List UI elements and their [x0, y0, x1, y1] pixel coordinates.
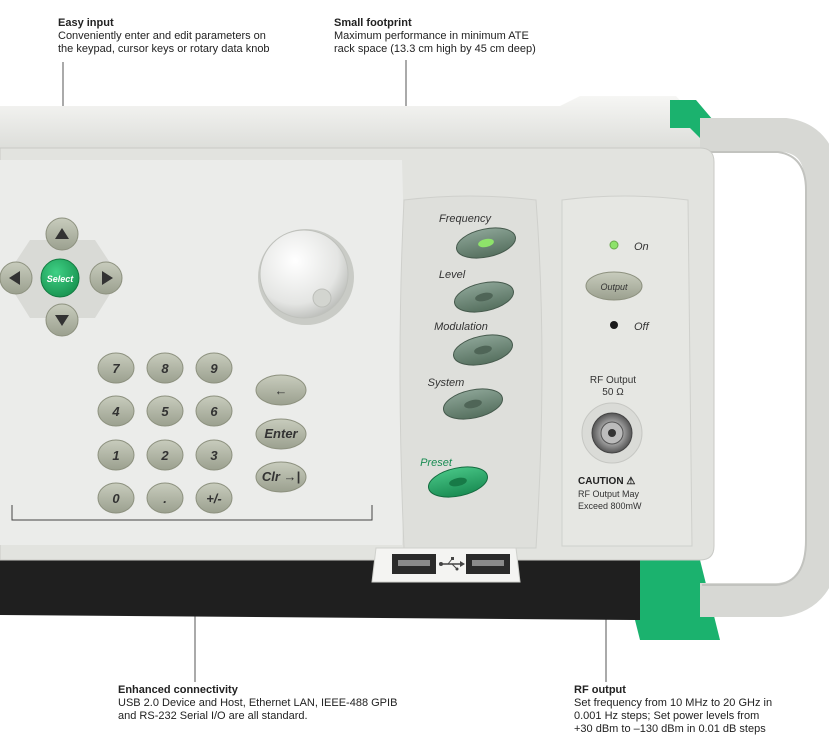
- callout-title: Easy input: [58, 17, 114, 29]
- rf-output-connector[interactable]: [581, 402, 643, 464]
- cursor-right-button[interactable]: [89, 261, 123, 295]
- preset-label: Preset: [420, 457, 453, 469]
- usb-port-device[interactable]: [466, 554, 510, 574]
- cursor-left-button[interactable]: [0, 261, 33, 295]
- callout-desc: rack space (13.3 cm high by 45 cm deep): [334, 43, 536, 55]
- callout-desc: and RS-232 Serial I/O are all standard.: [118, 710, 308, 722]
- preset-button[interactable]: [426, 462, 491, 502]
- key-label: 9: [210, 361, 218, 376]
- key-label: 6: [210, 404, 218, 419]
- key-label: Clr →|: [262, 469, 300, 484]
- system-label: System: [428, 377, 465, 389]
- key-0[interactable]: 0: [97, 482, 135, 514]
- key-plus-minus[interactable]: +/-: [195, 482, 233, 514]
- caution-label: CAUTION ⚠: [578, 476, 635, 487]
- off-led: [610, 321, 618, 329]
- callout-enhanced-connectivity: Enhanced connectivity USB 2.0 Device and…: [118, 684, 397, 723]
- key-1[interactable]: 1: [97, 439, 135, 471]
- select-button[interactable]: Select: [40, 258, 80, 298]
- rack-handle-edge: [702, 151, 807, 586]
- on-label: On: [634, 241, 649, 253]
- key-3[interactable]: 3: [195, 439, 233, 471]
- usb-port-host[interactable]: [392, 554, 436, 574]
- right-arrow-icon: [102, 271, 113, 285]
- frequency-led: [478, 238, 494, 248]
- frequency-button[interactable]: [454, 223, 519, 263]
- callout-desc: 0.001 Hz steps; Set power levels from: [574, 710, 760, 722]
- output-label: Output: [600, 282, 628, 292]
- key-5[interactable]: 5: [146, 395, 184, 427]
- key-6[interactable]: 6: [195, 395, 233, 427]
- key-label: 5: [161, 404, 169, 419]
- cursor-down-button[interactable]: [45, 303, 79, 337]
- modulation-label: Modulation: [434, 321, 488, 333]
- down-arrow-icon: [55, 315, 69, 326]
- key-label: 3: [210, 448, 218, 463]
- callout-desc: USB 2.0 Device and Host, Ethernet LAN, I…: [118, 697, 398, 709]
- caution-text: RF Output May: [578, 489, 640, 499]
- callout-desc: Conveniently enter and edit parameters o…: [58, 30, 266, 42]
- top-cover: [0, 96, 760, 150]
- select-label: Select: [47, 274, 75, 284]
- key-8[interactable]: 8: [146, 352, 184, 384]
- rf-output-label: RF Output: [590, 375, 636, 386]
- output-button[interactable]: Output: [585, 271, 643, 301]
- callout-title: Enhanced connectivity: [118, 684, 238, 696]
- key-4[interactable]: 4: [97, 395, 135, 427]
- callout-bracket: [11, 505, 373, 521]
- rack-bracket: [620, 560, 720, 640]
- chassis-bottom: [0, 560, 640, 620]
- callout-easy-input: Easy input Conveniently enter and edit p…: [58, 17, 270, 56]
- key-label: 2: [160, 448, 169, 463]
- usb-icon: [439, 557, 465, 571]
- enter-key[interactable]: Enter: [255, 418, 307, 450]
- menu-keys: Frequency Level Modulation System Preset: [420, 213, 519, 502]
- callout-rf-output: RF output Set frequency from 10 MHz to 2…: [574, 684, 772, 736]
- cursor-up-button[interactable]: [45, 217, 79, 251]
- key-label: Enter: [264, 426, 298, 441]
- key-label: 1: [112, 448, 119, 463]
- frequency-label: Frequency: [439, 213, 492, 225]
- rotary-knob[interactable]: [258, 229, 354, 325]
- connector-pin-icon: [608, 429, 616, 437]
- key-label: 7: [112, 361, 120, 376]
- key-decimal[interactable]: .: [146, 482, 184, 514]
- backspace-key[interactable]: ←: [255, 374, 307, 406]
- rack-handle: [700, 118, 829, 617]
- level-label: Level: [439, 269, 466, 281]
- callout-desc: Set frequency from 10 MHz to 20 GHz in: [574, 697, 773, 709]
- callout-desc: Maximum performance in minimum ATE: [334, 30, 529, 42]
- key-label: +/-: [206, 491, 222, 506]
- key-7[interactable]: 7: [97, 352, 135, 384]
- output-section: On Output Off RF Output 50 Ω CAUTION ⚠ R…: [578, 240, 650, 511]
- up-arrow-icon: [55, 228, 69, 239]
- backspace-arrow-icon: ←: [275, 383, 288, 398]
- callout-desc: the keypad, cursor keys or rotary data k…: [58, 43, 270, 55]
- key-label: .: [163, 491, 167, 506]
- callout-title: Small footprint: [334, 17, 412, 29]
- off-label: Off: [634, 321, 650, 333]
- key-label: 4: [111, 404, 120, 419]
- callout-desc: +30 dBm to –130 dBm in 0.01 dB steps: [574, 723, 766, 735]
- knob-finger-dimple: [312, 288, 332, 308]
- cursor-pad: Select: [0, 217, 123, 337]
- modulation-button[interactable]: [451, 330, 516, 370]
- level-button[interactable]: [452, 277, 517, 317]
- key-9[interactable]: 9: [195, 352, 233, 384]
- key-2[interactable]: 2: [146, 439, 184, 471]
- callout-small-footprint: Small footprint Maximum performance in m…: [334, 17, 536, 56]
- key-label: 0: [112, 491, 120, 506]
- callout-title: RF output: [574, 684, 626, 696]
- usb-ports: [371, 547, 521, 583]
- on-led: [609, 240, 619, 250]
- clear-key[interactable]: Clr →|: [255, 461, 307, 493]
- key-label: 8: [161, 361, 169, 376]
- impedance-label: 50 Ω: [602, 387, 624, 398]
- numeric-keypad: 7 8 9 4 5 6 1 2 3 0 . +/- ← Enter Clr →|: [97, 352, 307, 514]
- caution-text: Exceed 800mW: [578, 501, 642, 511]
- left-arrow-icon: [9, 271, 20, 285]
- system-button[interactable]: [441, 384, 506, 424]
